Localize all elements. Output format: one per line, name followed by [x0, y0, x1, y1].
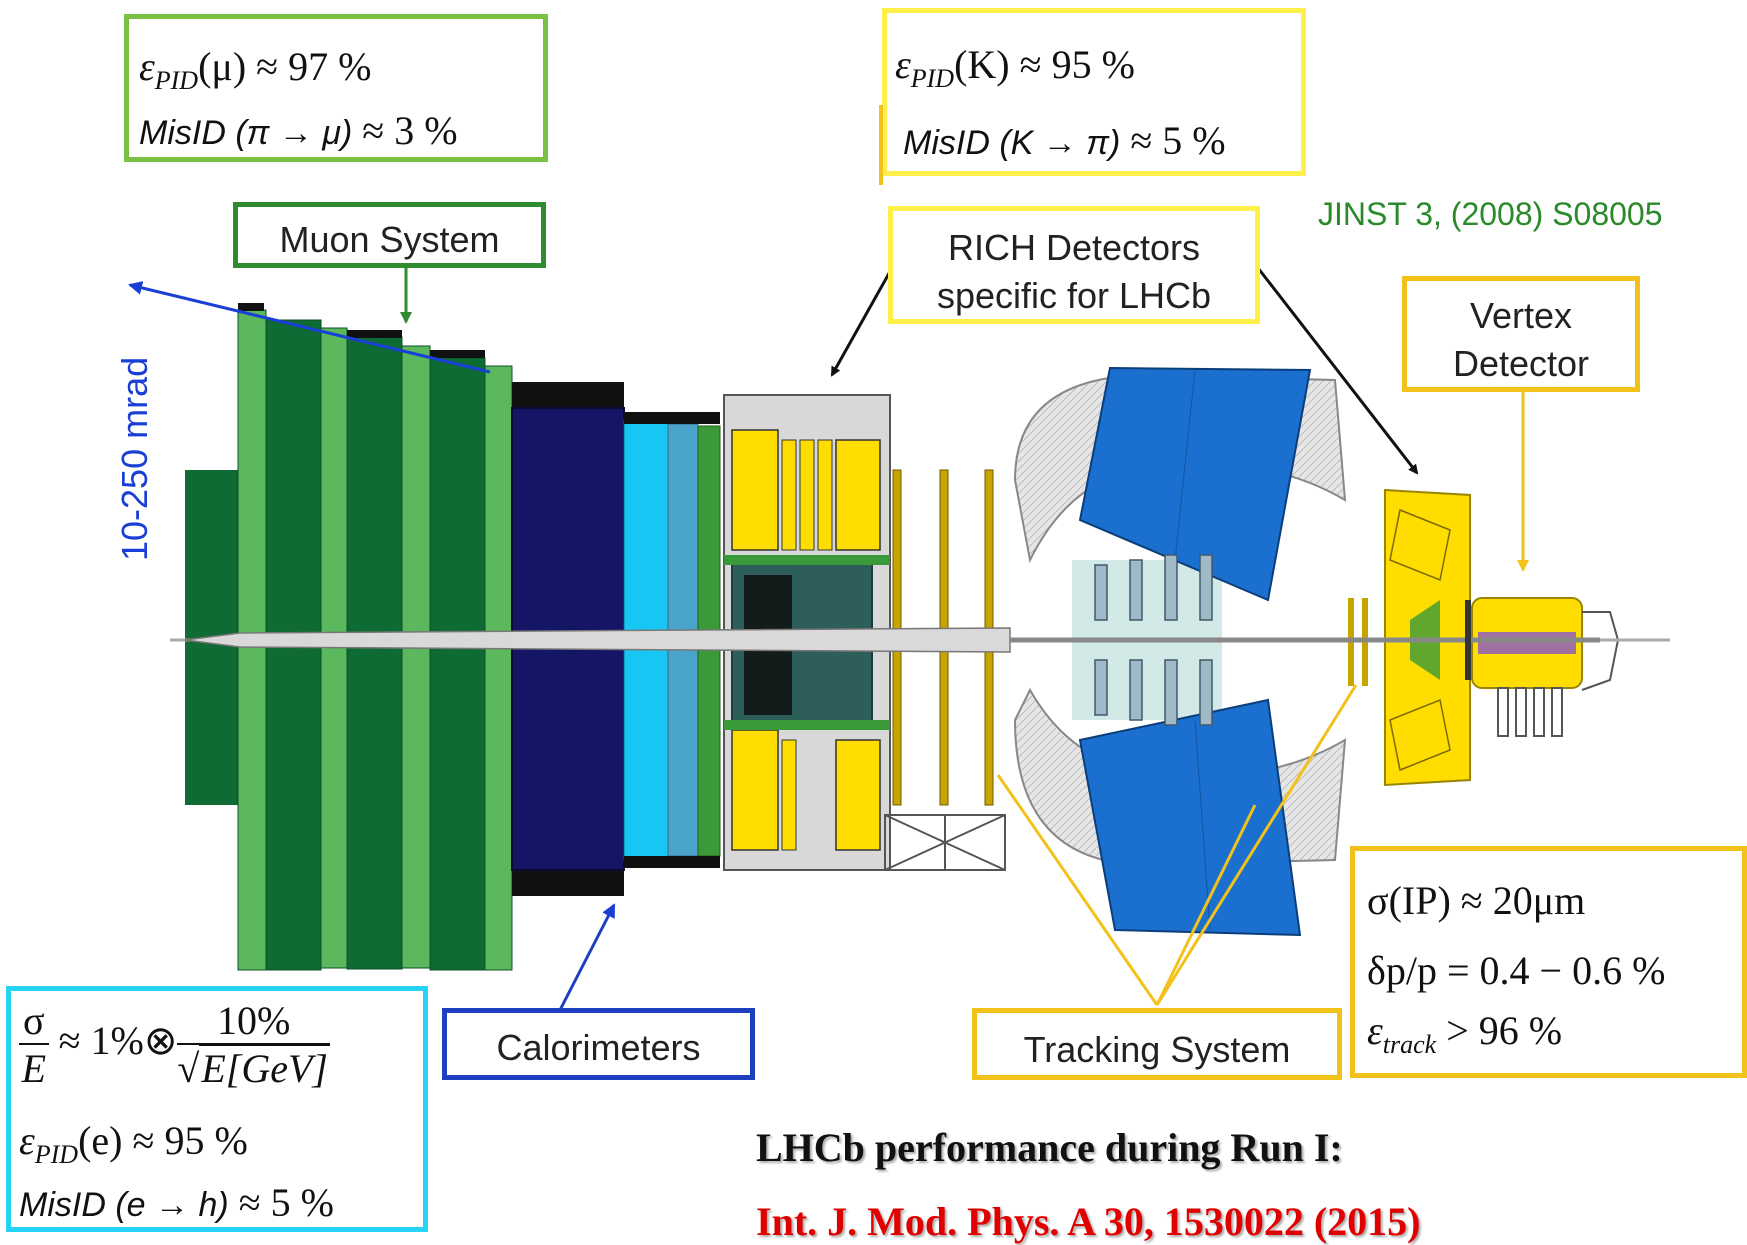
- vertex-label-box: Vertex Detector: [1402, 276, 1640, 392]
- rich-arrow-right: [1256, 267, 1419, 475]
- muon-pid-box: εPID(μ) ≈ 97 % MisID (π → μ) ≈ 3 %: [124, 14, 548, 162]
- calorimeters-label: Calorimeters: [496, 1027, 701, 1068]
- jinst-reference: JINST 3, (2008) S08005: [1318, 196, 1663, 232]
- momentum-resolution: δp/p = 0.4 − 0.6 %: [1367, 948, 1666, 993]
- magnet-coil-top: [1078, 366, 1312, 602]
- muon-system-label: Muon System: [279, 219, 500, 260]
- muon-misid: MisID (π → μ) ≈ 3 %: [139, 108, 458, 153]
- footer-reference[interactable]: Int. J. Mod. Phys. A 30, 1530022 (2015): [756, 1199, 1421, 1244]
- kaon-misid: MisID (K → π) ≈ 5 %: [903, 118, 1226, 163]
- muon-station: [346, 336, 403, 970]
- magnet: [1013, 366, 1347, 937]
- tracking-stations: [884, 469, 1006, 871]
- calorimeters-label-box: Calorimeters: [442, 1008, 755, 1080]
- muon-pid-efficiency: εPID(μ) ≈ 97 %: [139, 44, 372, 95]
- tracking-efficiency: εtrack > 96 %: [1367, 1008, 1563, 1059]
- impact-parameter-resolution: σ(IP) ≈ 20μm: [1367, 878, 1586, 923]
- rich-label-box: RICH Detectors specific for LHCb: [888, 206, 1260, 324]
- calo-arrow: [558, 903, 616, 1011]
- vertex-label-line1: Vertex: [1469, 295, 1573, 336]
- acceptance-line: [128, 281, 491, 374]
- rich-label-line2: specific for LHCb: [936, 275, 1212, 316]
- electron-misid: MisID (e → h) ≈ 5 %: [19, 1180, 334, 1225]
- rich-arrow-left: [830, 267, 894, 377]
- tracking-label-box: Tracking System: [972, 1008, 1342, 1080]
- vertex-label-line2: Detector: [1452, 343, 1590, 384]
- muon-station: [429, 357, 486, 971]
- muon-station: [401, 345, 431, 969]
- kaon-pid-box: εPID(K) ≈ 95 % MisID (K → π) ≈ 5 %: [879, 8, 1306, 185]
- rich-label-line1: RICH Detectors: [947, 227, 1201, 268]
- footer-title: LHCb performance during Run I:: [756, 1125, 1343, 1170]
- magnet-coil-bottom: [1078, 698, 1302, 937]
- tracking-label: Tracking System: [1023, 1029, 1291, 1070]
- calo-top-shield: [512, 382, 624, 408]
- tracking-arrows: [996, 684, 1358, 1006]
- tracking-performance-box: σ(IP) ≈ 20μm δp/p = 0.4 − 0.6 % εtrack >…: [1350, 846, 1747, 1078]
- kaon-pid-efficiency: εPID(K) ≈ 95 %: [895, 42, 1135, 93]
- muon-system: [185, 303, 513, 971]
- muon-system-label-box: Muon System: [233, 202, 546, 268]
- beam-pipe: [170, 600, 1670, 680]
- vertex-detector: [1471, 597, 1620, 737]
- calo-bottom-shield: [512, 870, 624, 896]
- electron-pid-efficiency: εPID(e) ≈ 95 %: [19, 1118, 248, 1169]
- acceptance-label: 10-250 mrad: [114, 356, 155, 561]
- muon-station: [484, 365, 513, 971]
